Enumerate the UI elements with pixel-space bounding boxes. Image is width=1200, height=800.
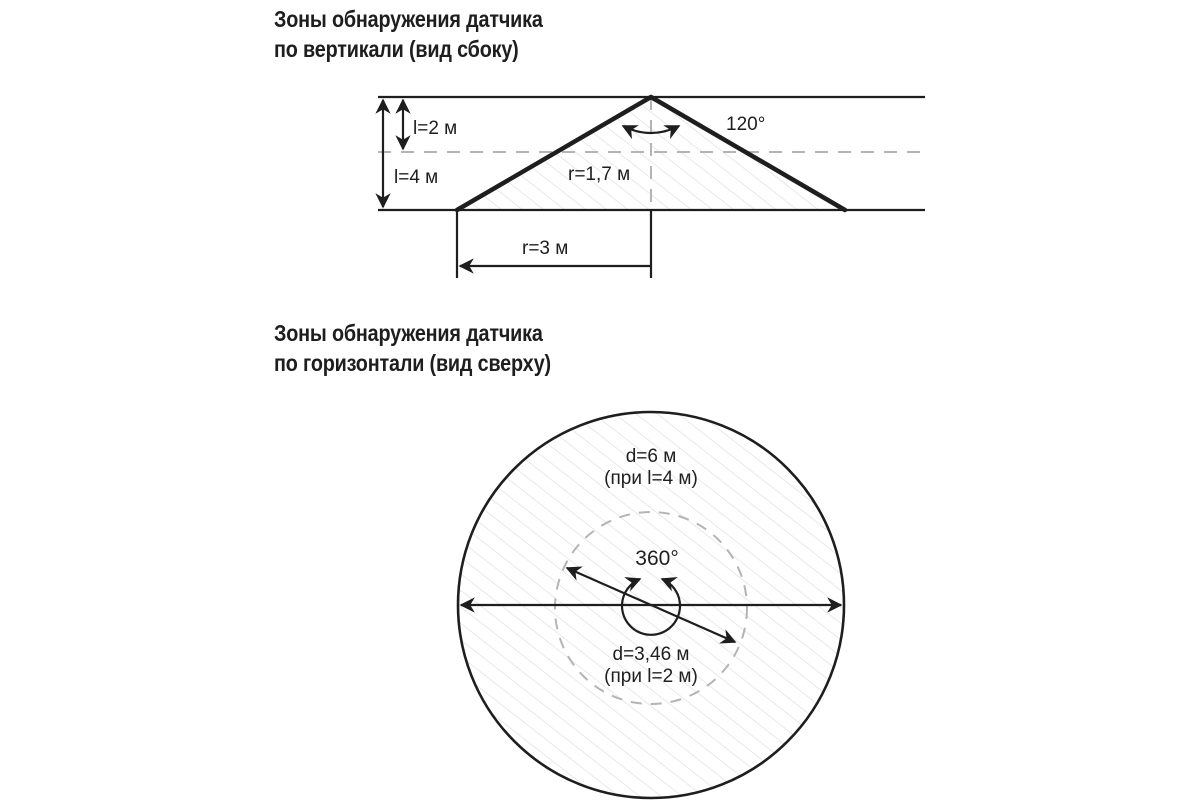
label-radius-inner: r=1,7 м xyxy=(568,164,630,185)
label-outer-diameter: d=6 м xyxy=(626,446,677,467)
label-inner-diameter: d=3,46 м xyxy=(613,644,690,665)
label-radius-outer: r=3 м xyxy=(522,238,568,259)
angle-arc-arrow-icon xyxy=(621,125,681,140)
title-side-view: Зоны обнаружения датчика по вертикали (в… xyxy=(274,4,543,64)
label-rotation-360: 360° xyxy=(635,547,678,570)
title-top-view: Зоны обнаружения датчика по горизонтали … xyxy=(274,318,551,378)
label-height-2m: l=2 м xyxy=(413,118,457,139)
detection-edge-right xyxy=(648,94,848,213)
label-angle-120: 120° xyxy=(726,114,765,135)
title-top-view-line2: по горизонтали (вид сверху) xyxy=(274,350,551,376)
label-height-4m: l=4 м xyxy=(394,167,438,188)
top-view-diagram: d=6 м (при l=4 м) 360° d=3,46 м (при l=2… xyxy=(456,410,846,800)
label-outer-condition: (при l=4 м) xyxy=(604,468,698,489)
detection-edge-left xyxy=(454,94,654,213)
title-top-view-line1: Зоны обнаружения датчика xyxy=(274,320,543,346)
label-inner-condition: (при l=2 м) xyxy=(604,666,698,687)
title-side-view-line2: по вертикали (вид сбоку) xyxy=(274,36,519,62)
side-view-diagram: l=2 м l=4 м r=1,7 м 120° r=3 м xyxy=(375,94,925,278)
title-side-view-line1: Зоны обнаружения датчика xyxy=(274,6,543,32)
rotation-360-icon xyxy=(620,577,682,636)
inner-diameter-arrow-icon xyxy=(565,566,737,644)
